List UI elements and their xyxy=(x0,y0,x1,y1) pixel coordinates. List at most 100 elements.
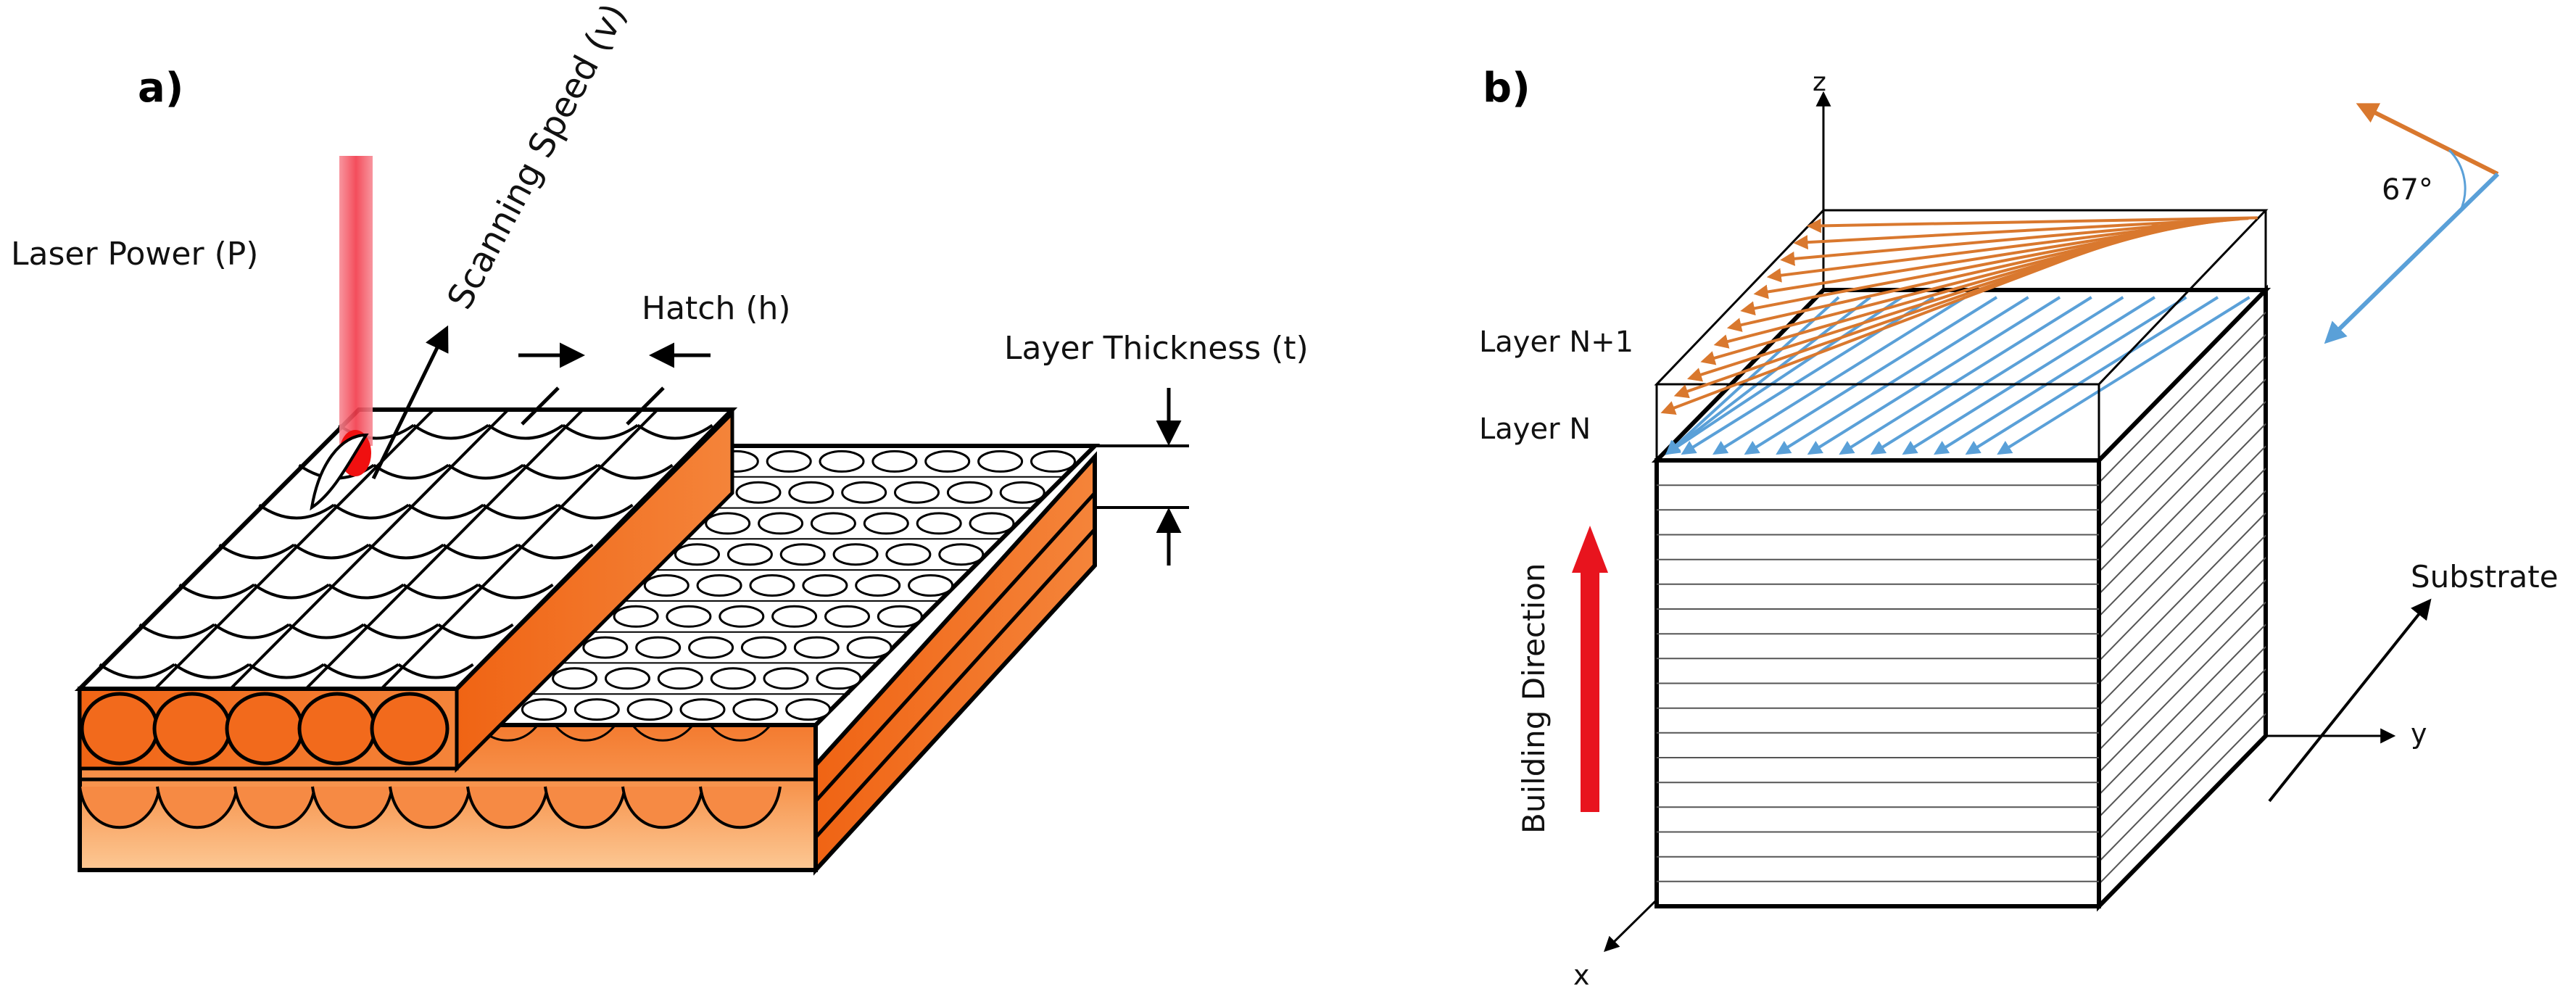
blue-scan-vector xyxy=(1712,296,1966,455)
top-scale-arc xyxy=(637,423,713,440)
blue-scan-vector xyxy=(1902,296,2155,455)
top-scale-arc xyxy=(442,543,519,560)
right-hatch-line xyxy=(2098,646,2266,818)
building-direction-head xyxy=(1572,526,1608,573)
blue-scan-vector xyxy=(1839,296,2092,455)
orange-scan-vector xyxy=(1660,223,2159,415)
z-axis-label: z xyxy=(1813,67,1826,97)
lower-track-bead xyxy=(657,667,703,690)
cube-front-layer-lines xyxy=(1657,484,2099,882)
layer-n1-scan-vectors xyxy=(1660,216,2258,415)
lower-track-bead xyxy=(688,636,734,659)
top-scale-arc xyxy=(373,463,450,480)
right-hatch-line xyxy=(2098,401,2266,573)
blue-scan-vector xyxy=(1744,296,1998,455)
track-end-ellipse xyxy=(370,692,450,766)
building-direction-label: Building Direction xyxy=(1516,563,1552,834)
front-arc xyxy=(156,786,239,829)
lower-track-bead xyxy=(573,698,620,721)
lower-track-bead xyxy=(696,574,742,597)
blue-scan-vector xyxy=(1807,296,2061,455)
lower-track-bead xyxy=(894,481,940,504)
top-scale-arc xyxy=(487,423,564,440)
lower-track-bead xyxy=(735,481,782,504)
layer-n1-label: Layer N+1 xyxy=(1479,326,1633,359)
blue-scan-vector xyxy=(1997,296,2250,455)
panel-a-label: a) xyxy=(138,65,183,112)
panel-b-label: b) xyxy=(1483,65,1531,112)
right-hatch-line xyxy=(2098,713,2266,885)
lower-track-bead xyxy=(732,698,779,721)
lower-track-bead xyxy=(841,481,887,504)
lower-track-bead xyxy=(749,574,795,597)
front-arc xyxy=(78,786,161,829)
lower-layer-track-pattern xyxy=(468,450,1076,721)
hatch-tick-right xyxy=(626,386,665,426)
right-hatch-line xyxy=(2098,534,2266,706)
right-hatch-line xyxy=(2098,334,2266,506)
top-scale-arc xyxy=(368,543,444,560)
scanning-speed-label: Scanning Speed (v) xyxy=(439,0,634,316)
track-end-ellipse xyxy=(80,692,160,766)
lower-track-bead xyxy=(674,543,720,566)
slab-right-seam-2 xyxy=(814,528,1096,839)
blue-scan-vector xyxy=(1965,296,2219,455)
lower-track-bead xyxy=(758,512,804,535)
lower-track-bead xyxy=(521,698,567,721)
top-scale-arc xyxy=(557,503,634,520)
top-scale-arc xyxy=(477,583,554,600)
lower-track-bead xyxy=(877,605,923,628)
top-layer-top xyxy=(74,407,738,691)
rotation-angle-arc xyxy=(2448,149,2467,212)
lower-track-bead xyxy=(863,512,909,535)
top-scale-arc xyxy=(253,583,330,600)
lower-track-bead xyxy=(802,574,848,597)
y-axis-label: y xyxy=(2411,718,2427,750)
right-hatch-line xyxy=(2098,423,2266,595)
rotation-blue-vector xyxy=(2324,172,2500,344)
top-scale-arc xyxy=(213,623,290,639)
top-scale-arc xyxy=(517,543,594,560)
lower-track-bead xyxy=(763,667,809,690)
top-track-boundary xyxy=(229,408,510,690)
right-hatch-line xyxy=(2098,690,2266,863)
top-scale-arc xyxy=(562,423,639,440)
top-scale-arc xyxy=(397,663,474,679)
track-end-ellipse xyxy=(225,692,305,766)
lower-track-bead xyxy=(1030,450,1076,473)
right-hatch-line xyxy=(2098,378,2266,550)
top-scale-arc xyxy=(218,543,295,560)
right-hatch-line xyxy=(2098,445,2266,617)
orange-scan-vector xyxy=(1793,217,2249,250)
lower-track-bead xyxy=(885,543,932,566)
top-scale-arc xyxy=(99,663,175,679)
lower-track-bead xyxy=(718,605,765,628)
right-hatch-line xyxy=(2098,601,2266,774)
top-scale-arc xyxy=(437,623,514,639)
front-arc xyxy=(699,786,782,829)
lower-track-bead xyxy=(832,543,879,566)
lower-track-bead xyxy=(643,574,689,597)
scanning-speed-arrow xyxy=(371,325,449,480)
blue-scan-vector xyxy=(1681,296,1934,455)
top-scale-arc xyxy=(138,623,215,639)
building-direction-shaft xyxy=(1581,573,1599,812)
lower-track-bead xyxy=(977,450,1024,473)
lower-track-bead xyxy=(846,636,893,659)
front-arc xyxy=(311,786,394,829)
lower-track-bead xyxy=(726,543,773,566)
lower-track-bead xyxy=(916,512,962,535)
track-end-ellipse xyxy=(297,692,377,766)
top-scale-arc xyxy=(288,623,365,639)
slab-right-seam-1 xyxy=(814,492,1096,803)
right-hatch-line xyxy=(2098,490,2266,662)
hatch-label: Hatch (h) xyxy=(642,290,791,327)
top-scale-arc xyxy=(597,463,674,480)
lower-track-bead xyxy=(871,450,918,473)
right-hatch-line xyxy=(2098,579,2266,751)
top-scale-arc xyxy=(328,583,405,600)
lower-track-bead xyxy=(793,636,840,659)
top-scale-arc xyxy=(178,583,255,600)
top-scale-arc xyxy=(363,623,439,639)
